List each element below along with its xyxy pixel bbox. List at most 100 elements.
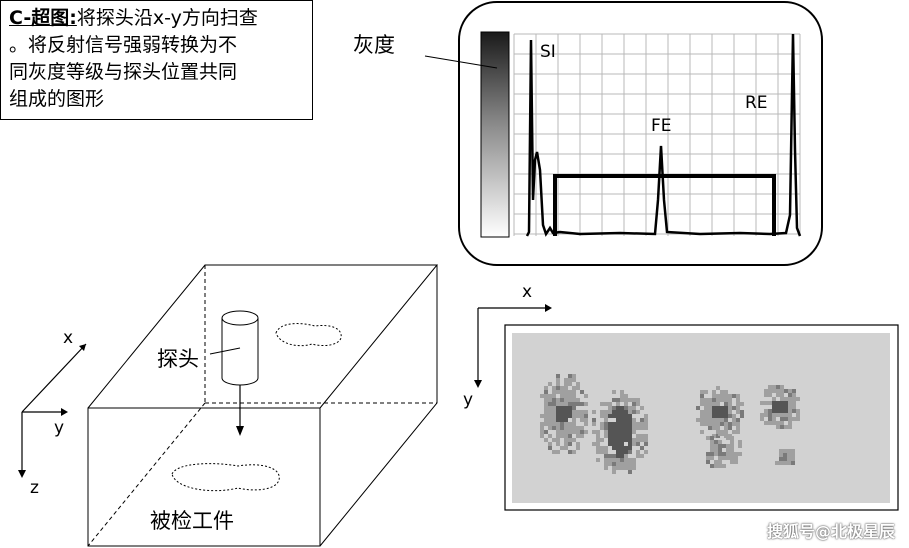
cscan-flaw-1 [548, 422, 552, 426]
cscan-flaw-3 [724, 410, 728, 414]
cscan-flaw-6 [783, 461, 787, 465]
cscan-flaw-1 [540, 414, 544, 418]
cscan-flaw-3 [708, 406, 712, 410]
cscan-flaw-2 [628, 418, 632, 422]
cscan-flaw-3 [716, 426, 720, 430]
cscan-flaw-1 [564, 438, 568, 442]
cscan-flaw-3 [712, 410, 716, 414]
cscan-flaw-2 [616, 442, 620, 446]
cscan-flaw-4 [784, 397, 788, 401]
cscan-flaw-1 [584, 422, 588, 426]
cscan-flaw-5 [718, 460, 722, 464]
cscan-flaw-4 [784, 413, 788, 417]
cscan-flaw-3 [732, 418, 736, 422]
left-axes [18, 343, 87, 478]
cscan-flaw-1 [568, 434, 572, 438]
cscan-flaw-5 [714, 452, 718, 456]
cscan-flaw-2 [596, 458, 600, 462]
cscan-flaw-5 [726, 452, 730, 456]
cscan-flaw-1 [564, 402, 568, 406]
cscan-flaw-4 [768, 421, 772, 425]
cscan-flaw-2 [604, 402, 608, 406]
cscan-flaw-2 [620, 414, 624, 418]
cscan-flaw-1 [560, 446, 564, 450]
cscan-flaw-1 [552, 398, 556, 402]
cscan-flaw-4 [784, 409, 788, 413]
cscan-flaw-4 [772, 417, 776, 421]
cscan-flaw-2 [620, 434, 624, 438]
cscan-flaw-5 [738, 444, 742, 448]
cscan-flaw-1 [564, 386, 568, 390]
cscan-flaw-4 [764, 413, 768, 417]
cscan-flaw-2 [608, 426, 612, 430]
cscan-flaw-1 [560, 414, 564, 418]
cscan-flaw-3 [720, 414, 724, 418]
cscan-flaw-2 [604, 458, 608, 462]
cscan-flaw-3 [720, 422, 724, 426]
cscan-flaw-4 [792, 397, 796, 401]
cscan-flaw-2 [636, 422, 640, 426]
cscan-flaw-3 [704, 398, 708, 402]
cscan-flaw-2 [616, 426, 620, 430]
cscan-flaw-3 [720, 398, 724, 402]
cscan-flaw-5 [706, 452, 710, 456]
peak-label-si: SI [540, 42, 556, 62]
cscan-flaw-1 [556, 382, 560, 386]
cscan-flaw-4 [780, 389, 784, 393]
cscan-flaw-2 [620, 426, 624, 430]
cscan-flaw-1 [544, 414, 548, 418]
cscan-flaw-2 [616, 434, 620, 438]
cscan-flaw-2 [632, 462, 636, 466]
cscan-flaw-5 [730, 460, 734, 464]
cscan-flaw-4 [780, 417, 784, 421]
cscan-flaw-1 [552, 390, 556, 394]
cscan-flaw-1 [576, 398, 580, 402]
cscan-flaw-2 [640, 418, 644, 422]
cscan-flaw-4 [784, 417, 788, 421]
cscan-flaw-2 [624, 406, 628, 410]
cscan-flaw-2 [604, 434, 608, 438]
cscan-flaw-3 [724, 390, 728, 394]
cscan-flaw-1 [576, 430, 580, 434]
cscan-flaw-1 [552, 422, 556, 426]
ascan-trace [525, 33, 802, 237]
cscan-flaw-4 [768, 413, 772, 417]
cscan-flaw-5 [714, 448, 718, 452]
cscan-flaw-2 [608, 406, 612, 410]
cscan-flaw-3 [708, 426, 712, 430]
cscan-flaw-1 [580, 402, 584, 406]
cscan-flaw-1 [568, 390, 572, 394]
cscan-flaw-1 [544, 406, 548, 410]
workpiece-label: 被检工件 [150, 509, 234, 533]
cscan-flaw-1 [584, 402, 588, 406]
cscan-flaw-3 [720, 418, 724, 422]
cscan-flaw-2 [624, 454, 628, 458]
cscan-flaw-5 [718, 452, 722, 456]
cscan-flaw-3 [732, 406, 736, 410]
cscan-flaw-4 [768, 389, 772, 393]
cscan-flaw-4 [784, 405, 788, 409]
cscan-flaw-2 [616, 406, 620, 410]
cscan-flaw-1 [564, 406, 568, 410]
cscan-flaw-5 [722, 464, 726, 468]
cscan-flaw-1 [552, 406, 556, 410]
cscan-flaw-5 [706, 460, 710, 464]
cscan-flaw-1 [556, 438, 560, 442]
cscan-flaw-2 [616, 466, 620, 470]
cscan-flaw-2 [624, 418, 628, 422]
cscan-flaw-6 [783, 453, 787, 457]
cscan-flaw-3 [700, 398, 704, 402]
cscan-flaw-1 [572, 402, 576, 406]
probe-label: 探头 [157, 347, 199, 371]
cscan-flaw-4 [784, 401, 788, 405]
cscan-flaw-4 [784, 425, 788, 429]
description-line-2: 。将反射信号强弱转换为不 [9, 34, 238, 56]
cscan-flaw-2 [616, 414, 620, 418]
cscan-flaw-4 [768, 401, 772, 405]
cscan-flaw-4 [768, 385, 772, 389]
cscan-flaw-1 [576, 382, 580, 386]
cscan-flaw-2 [620, 442, 624, 446]
cscan-flaw-1 [568, 442, 572, 446]
cscan-flaw-5 [718, 464, 722, 468]
